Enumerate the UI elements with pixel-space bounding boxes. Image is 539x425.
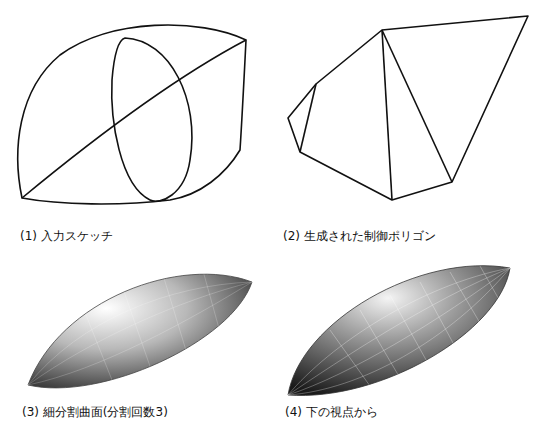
- input-sketch: [18, 25, 246, 204]
- subdivision-surface: [28, 260, 252, 400]
- panel-caption: (2) 生成された制御ポリゴン: [283, 229, 436, 243]
- panel-caption: (1) 入力スケッチ: [20, 229, 113, 243]
- panel-caption: (4) 下の視点から: [285, 405, 378, 419]
- panel-caption: (3) 細分割曲面(分割回数3): [22, 405, 168, 419]
- surface-bottom-view: [288, 266, 510, 400]
- control-polygon: [288, 16, 528, 200]
